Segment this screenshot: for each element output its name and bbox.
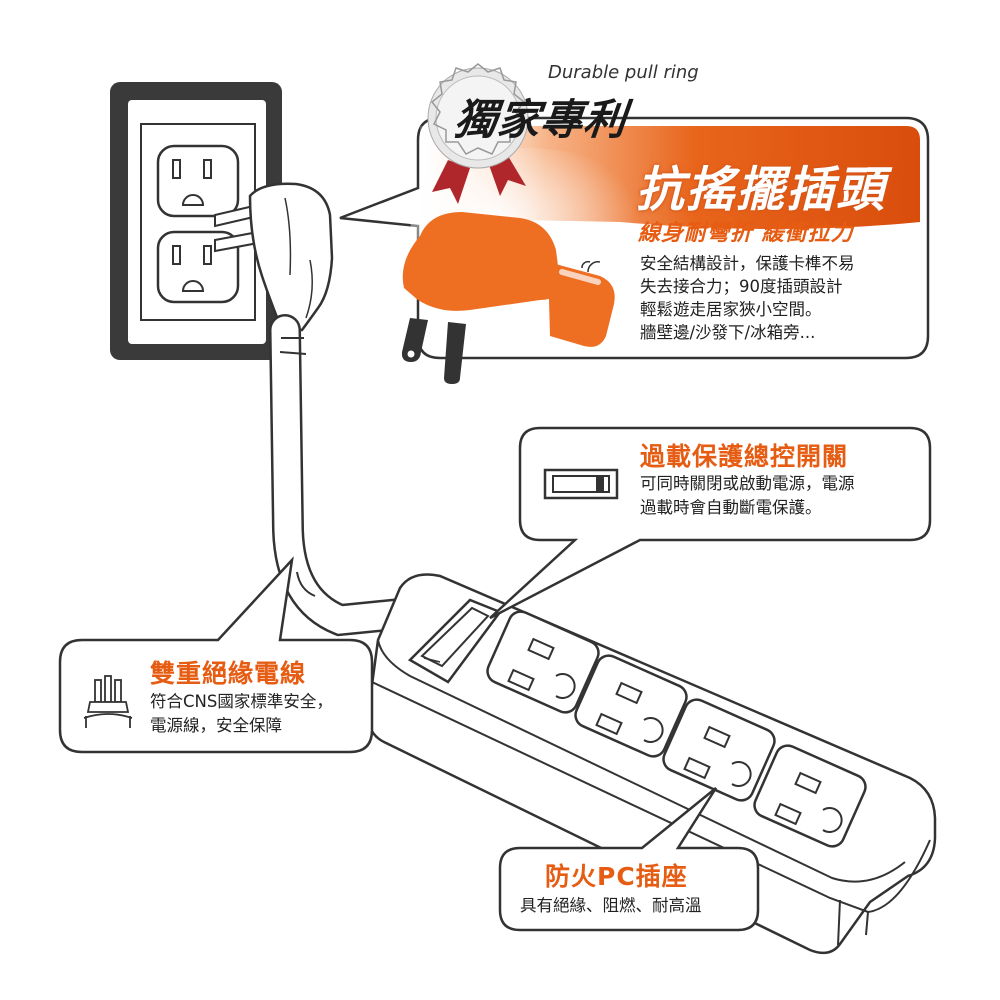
double-wire-callout	[58, 556, 374, 754]
double-wire-line: 電源線，安全保障	[150, 716, 282, 735]
power-cord	[269, 314, 436, 637]
overload-title: 過載保護總控開關	[640, 442, 849, 471]
anti-shake-line: 牆壁邊/沙發下/冰箱旁...	[640, 323, 816, 342]
overload-description: 可同時關閉或啟動電源，電源 過載時會自動斷電保護。	[640, 472, 855, 520]
overload-line: 可同時關閉或啟動電源，電源	[640, 474, 855, 493]
strip-outlet-1	[486, 610, 600, 714]
right-angle-plug-illustration	[401, 212, 615, 384]
patent-title: 獨家專利	[452, 95, 630, 144]
anti-shake-callout	[339, 116, 930, 384]
overload-callout	[489, 426, 932, 620]
award-badge-icon	[427, 63, 529, 204]
rocker-switch-icon	[407, 598, 502, 684]
overload-line: 過載時會自動斷電保護。	[640, 498, 822, 517]
anti-shake-subtitle: 線身耐彎折 緩衝拉力	[638, 221, 854, 246]
plug-icon	[214, 182, 334, 332]
anti-shake-line: 輕鬆遊走居家狹小空間。	[640, 300, 822, 319]
strip-outlet-4	[753, 744, 867, 848]
fire-socket-description: 具有絕緣、阻燃、耐高溫	[520, 896, 702, 915]
cable-plug-icon	[83, 675, 133, 728]
strip-outlet-3	[662, 698, 776, 802]
rocker-switch-icon	[543, 468, 619, 500]
fire-socket-title: 防火PC插座	[545, 862, 688, 891]
double-wire-title: 雙重絕緣電線	[150, 659, 307, 688]
double-wire-description: 符合CNS國家標準安全， 電源線，安全保障	[150, 690, 333, 738]
anti-shake-line: 安全結構設計，保護卡榫不易	[640, 254, 855, 273]
double-wire-line: 符合CNS國家標準安全，	[150, 692, 333, 711]
anti-shake-title: 抗搖擺插頭	[636, 162, 887, 218]
anti-shake-line: 失去接合力；90度插頭設計	[640, 277, 843, 296]
pull-ring-caption: Durable pull ring	[548, 62, 699, 83]
wall-outlet-icon	[110, 82, 282, 360]
strip-outlet-2	[574, 654, 688, 758]
fire-socket-callout	[498, 787, 760, 932]
anti-shake-description: 安全結構設計，保護卡榫不易 失去接合力；90度插頭設計 輕鬆遊走居家狹小空間。 …	[640, 252, 855, 344]
